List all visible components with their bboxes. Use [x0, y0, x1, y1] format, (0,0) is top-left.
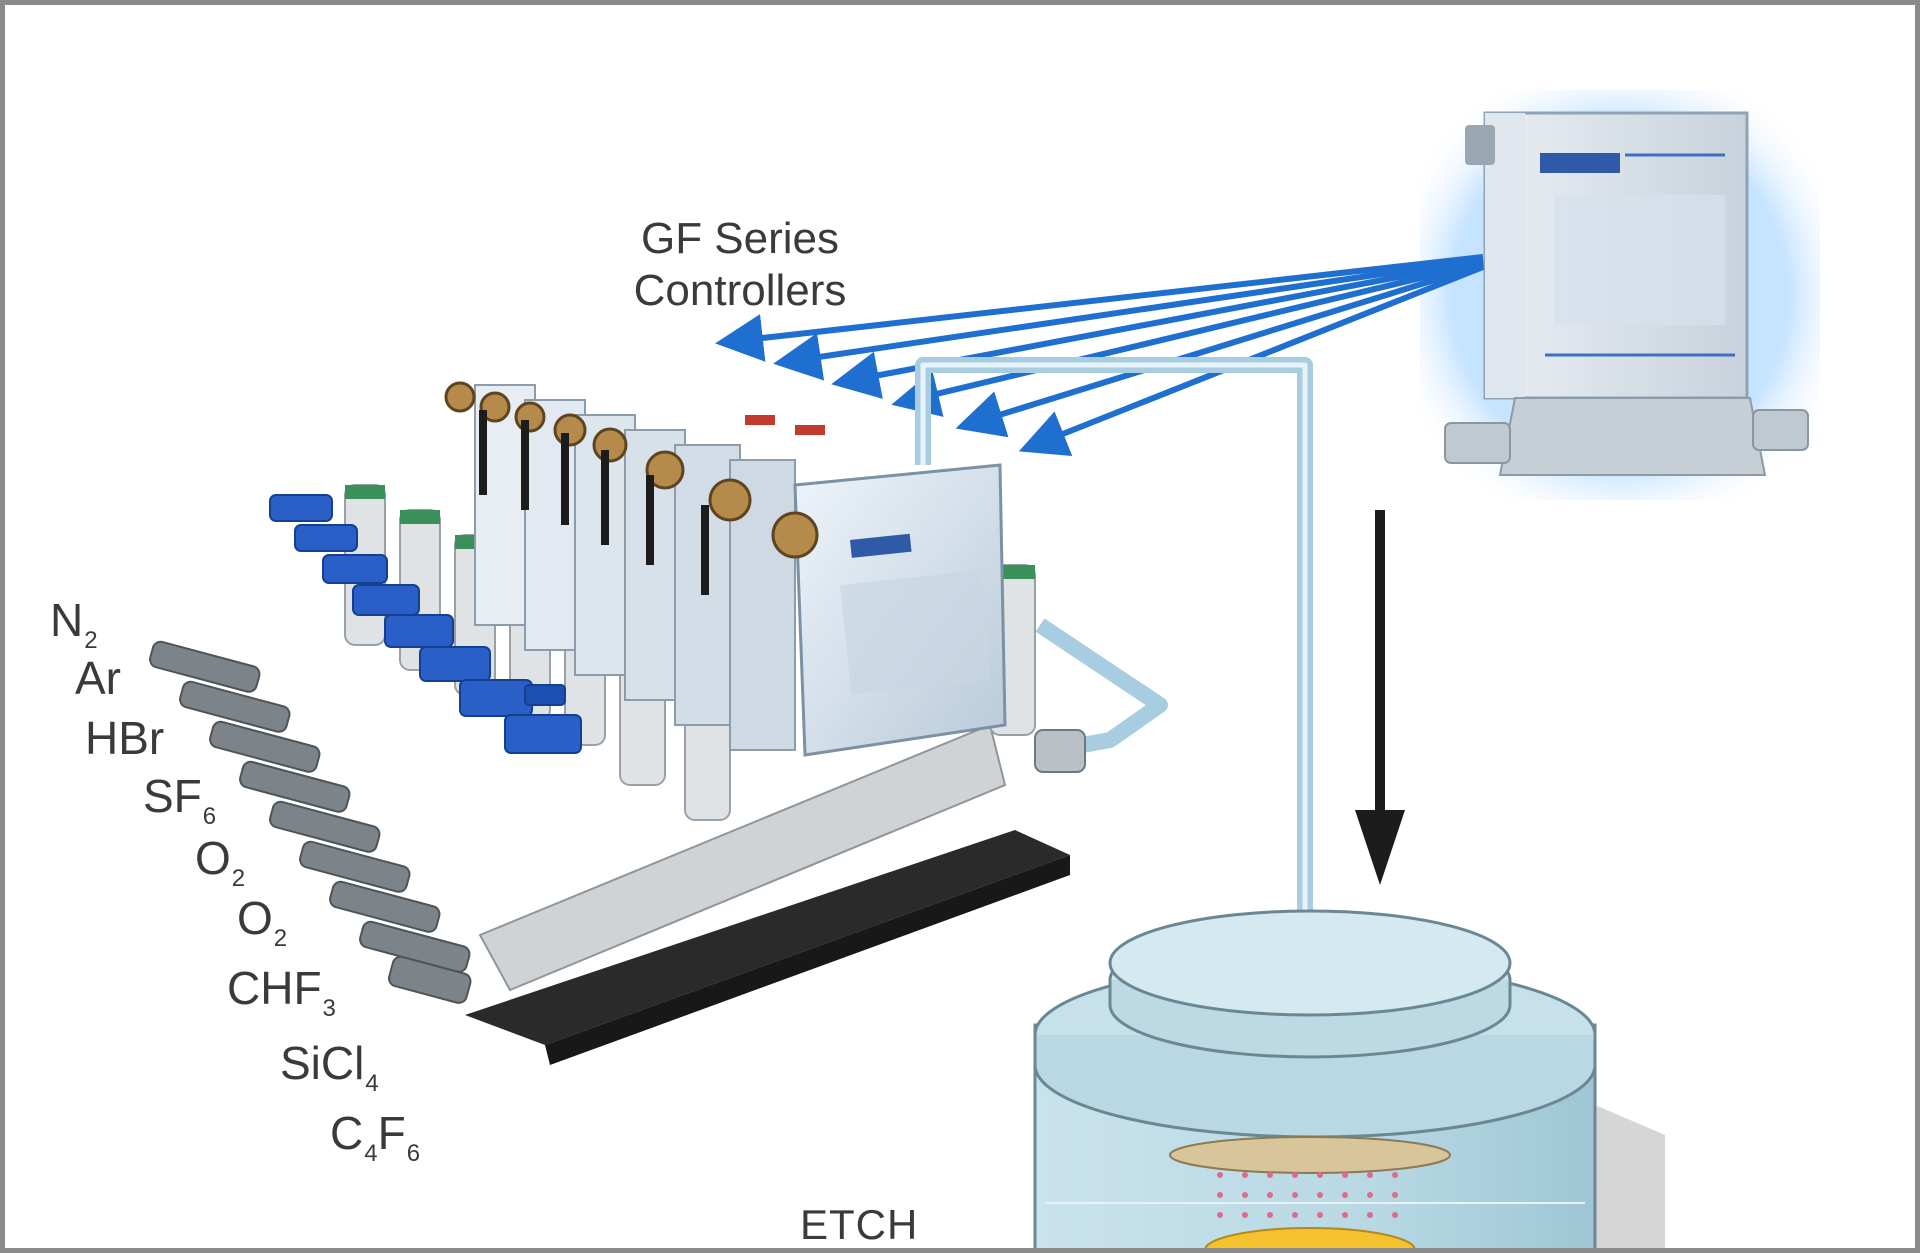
gas-label-hbr: HBr: [85, 712, 165, 764]
gas-label-o2-b: O2: [237, 892, 288, 952]
wafer: [1204, 1227, 1416, 1248]
process-label: ETCH: [800, 1201, 919, 1248]
arrow-2: [773, 256, 1484, 381]
gas-label-sicl4: SiCl4: [280, 1037, 379, 1097]
arrow-1: [715, 254, 1484, 362]
gas-manifold: [149, 381, 1086, 1065]
gas-label-ar: Ar: [75, 652, 121, 704]
arrow-5: [955, 262, 1484, 438]
controllers-label-line2: Controllers: [633, 266, 847, 315]
brand-logo-block: [1540, 153, 1620, 173]
plasma-particles: [1217, 1172, 1398, 1218]
controllers-label-line1: GF Series: [640, 214, 840, 263]
gas-label-sf6: SF6: [143, 770, 217, 830]
arrow-4: [891, 260, 1484, 417]
process-flow-arrow: [1355, 510, 1405, 885]
controllers-label: GF Series Controllers: [605, 213, 875, 317]
gas-delivery-diagram: [149, 90, 1820, 1248]
process-chamber: [1033, 909, 1665, 1248]
gas-label-chf3: CHF3: [227, 962, 336, 1022]
gas-label-c4f6: C4F6: [330, 1107, 421, 1167]
gas-label-o2-a: O2: [195, 832, 246, 892]
gas-label-n2: N2: [50, 594, 98, 654]
mass-flow-controller: [1420, 90, 1820, 500]
